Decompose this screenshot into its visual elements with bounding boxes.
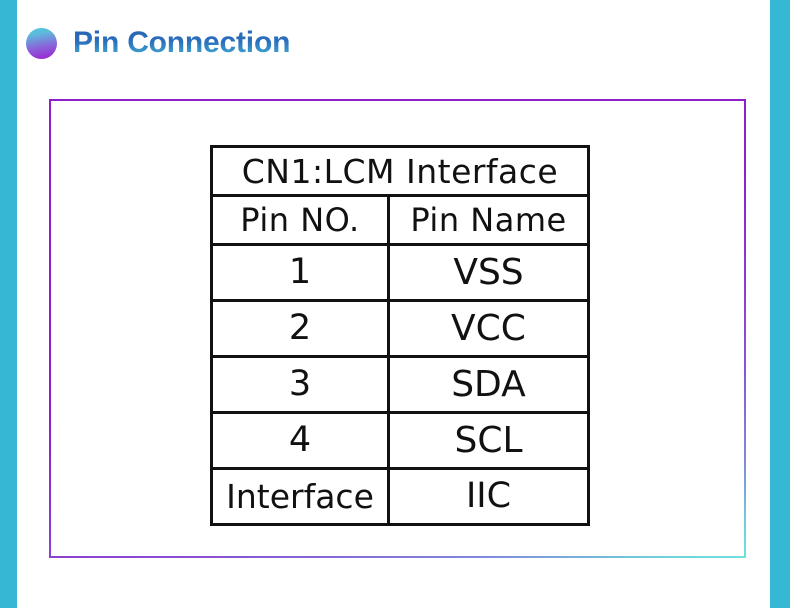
- table-header-row: Pin NO. Pin Name: [210, 194, 590, 246]
- pin-connection-table: CN1:LCM Interface Pin NO. Pin Name 1 VSS…: [210, 145, 590, 526]
- page-heading: Pin Connection: [26, 26, 290, 60]
- table-title-row: CN1:LCM Interface: [210, 145, 590, 197]
- gradient-circle-bullet-icon: [26, 27, 57, 59]
- cell-interface-value: IIC: [387, 467, 590, 526]
- content-panel: CN1:LCM Interface Pin NO. Pin Name 1 VSS…: [49, 99, 746, 558]
- table-row: 4 SCL: [210, 411, 590, 470]
- left-accent-bar: [0, 0, 17, 608]
- cell-pin-name: SCL: [387, 411, 590, 470]
- cell-pin-no: 2: [210, 299, 390, 358]
- cell-pin-name: SDA: [387, 355, 590, 414]
- column-header-pin-name: Pin Name: [387, 194, 590, 246]
- cell-pin-name: VCC: [387, 299, 590, 358]
- cell-pin-no: 3: [210, 355, 390, 414]
- table-footer-row: Interface IIC: [210, 467, 590, 526]
- column-header-pin-no: Pin NO.: [210, 194, 390, 246]
- page-title: Pin Connection: [73, 26, 291, 59]
- cell-interface-label: Interface: [210, 467, 390, 526]
- cell-pin-no: 4: [210, 411, 390, 470]
- table-row: 3 SDA: [210, 355, 590, 414]
- cell-pin-name: VSS: [387, 243, 590, 302]
- table-row: 1 VSS: [210, 243, 590, 302]
- pin-table-container: CN1:LCM Interface Pin NO. Pin Name 1 VSS…: [210, 145, 590, 526]
- cell-pin-no: 1: [210, 243, 390, 302]
- right-accent-bar: [770, 0, 790, 608]
- table-title-cell: CN1:LCM Interface: [210, 145, 590, 197]
- table-row: 2 VCC: [210, 299, 590, 358]
